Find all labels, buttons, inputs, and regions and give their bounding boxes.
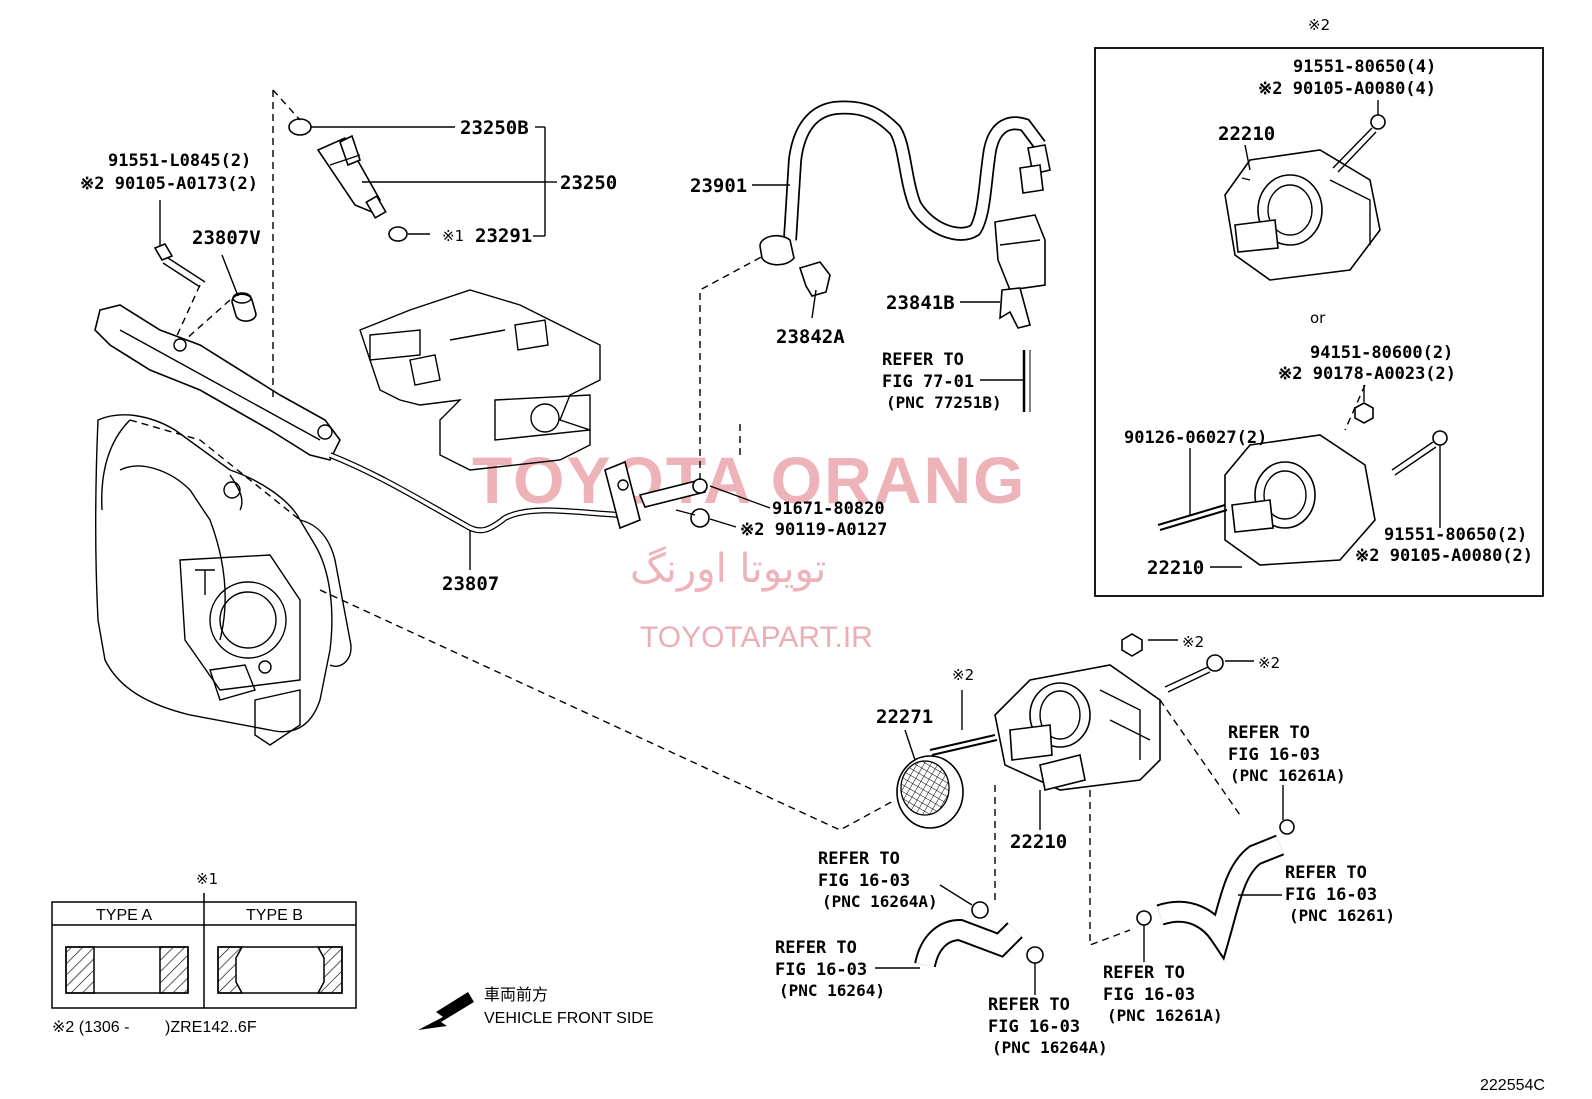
fuel-delivery-pipe [94, 304, 341, 461]
hose-23901 [759, 100, 1051, 266]
insulator-23291 [388, 226, 408, 242]
label-23807: 23807 [442, 573, 499, 595]
inset-bolt-91551-2: 91551-80650(2) [1384, 525, 1527, 545]
refer-16261-l1: REFER TO [1285, 863, 1367, 883]
label-91551-L0845: 91551-L0845(2) [108, 151, 251, 171]
inset-22210-bottom: 22210 [1147, 557, 1204, 579]
cylinder-head-sketch [359, 289, 601, 471]
type-table [51, 893, 357, 1009]
type-b-label: TYPE B [246, 907, 303, 924]
fuel-injector [288, 118, 387, 219]
refer-16264-l1: REFER TO [775, 938, 857, 958]
throttle-body-inset-top [1224, 149, 1381, 281]
collar-23807V [231, 292, 257, 322]
inset-stud-90126: 90126-06027(2) [1124, 428, 1267, 448]
nut-inset [1354, 402, 1374, 424]
label-22271: 22271 [876, 706, 933, 728]
inset-bolt-91551-4: 91551-80650(4) [1293, 57, 1436, 77]
label-90105-A0173: ※2 90105-A0173(2) [80, 174, 258, 194]
bolt-inset-bottom [1391, 430, 1448, 476]
refer-16264A-bot-l2: FIG 16-03 [988, 1017, 1080, 1037]
clamp-16261A-upper [1279, 819, 1295, 835]
direction-en: VEHICLE FRONT SIDE [484, 1010, 654, 1027]
label-bolt-mark: ※2 [1258, 654, 1280, 672]
refer-77-01-l1: REFER TO [882, 350, 964, 370]
bolt-90119 [675, 508, 710, 528]
label-23807V: 23807V [192, 227, 261, 249]
stud-main [929, 734, 998, 756]
refer-16264A-bot-l3: (PNC 16264A) [992, 1038, 1108, 1057]
label-23841B: 23841B [886, 292, 955, 314]
clamp-16264A-upper [971, 901, 989, 919]
alternate-throttle-inset [1094, 47, 1544, 597]
tube-bracket [604, 460, 708, 530]
bolt-inset-top [1332, 114, 1386, 173]
type-a-label: TYPE A [96, 907, 152, 924]
vsv-23841B [994, 214, 1046, 329]
refer-77-01-l3: (PNC 77251B) [886, 393, 1002, 412]
bolt-91551-L0845 [153, 243, 206, 288]
clip-23842A [798, 261, 831, 297]
inset-or: or [1310, 309, 1326, 327]
label-23842A: 23842A [776, 326, 845, 348]
gasket-22271 [896, 755, 964, 829]
refer-16261-l3: (PNC 16261) [1289, 906, 1395, 925]
refer-16261A-top-l2: FIG 16-03 [1228, 745, 1320, 765]
hose-16261 [1156, 834, 1285, 961]
throttle-body-main [994, 664, 1161, 791]
label-90119-A0127: ※2 90119-A0127 [740, 520, 887, 540]
refer-16261-l2: FIG 16-03 [1285, 885, 1377, 905]
label-23250: 23250 [560, 172, 617, 194]
refer-16261A-top-l1: REFER TO [1228, 723, 1310, 743]
label-22210-main: 22210 [1010, 831, 1067, 853]
inset-bolt-90105-2: ※2 90105-A0080(2) [1355, 546, 1533, 566]
refer-16264-l2: FIG 16-03 [775, 960, 867, 980]
bolt-main [1164, 654, 1224, 693]
label-stud-mark: ※2 [952, 666, 974, 684]
inset-nut-94151: 94151-80600(2) [1310, 343, 1453, 363]
refer-16264A-left-l2: FIG 16-03 [818, 871, 910, 891]
refer-77-01-l2: FIG 77-01 [882, 372, 974, 392]
inset-22210-top: 22210 [1218, 123, 1275, 145]
label-23901: 23901 [690, 175, 747, 197]
model-footnote: ※2 (1306 - )ZRE142..6F [52, 1019, 257, 1036]
refer-16261A-bot-l3: (PNC 16261A) [1107, 1006, 1223, 1025]
inset-mark: ※2 [1308, 16, 1330, 34]
label-23250B: 23250B [460, 117, 529, 139]
throttle-body-inset-bottom [1224, 434, 1376, 566]
clamp-16264A-lower [1026, 946, 1044, 964]
front-arrow-icon [418, 992, 474, 1030]
refer-16261A-bot-l2: FIG 16-03 [1103, 985, 1195, 1005]
refer-16264A-bot-l1: REFER TO [988, 995, 1070, 1015]
hose-16264 [914, 918, 1023, 968]
intake-manifold [95, 414, 352, 746]
label-nut-mark: ※2 [1182, 633, 1204, 651]
inset-nut-90178: ※2 90178-A0023(2) [1278, 364, 1456, 384]
direction-jp: 車両前方 [484, 986, 548, 1004]
inset-bolt-90105-4: ※2 90105-A0080(4) [1258, 79, 1436, 99]
label-91671-80820: 91671-80820 [772, 499, 885, 519]
refer-16264-l3: (PNC 16264) [779, 981, 885, 1000]
watermark-title: TOYOTA ORANG [472, 443, 1026, 517]
watermark-farsi: تویوتا اورنگ [630, 546, 826, 592]
watermark-url: TOYOTAPART.IR [640, 621, 873, 654]
refer-16264A-left-l1: REFER TO [818, 849, 900, 869]
leader-lines [159, 100, 1441, 995]
clamp-16261A-lower [1136, 910, 1152, 926]
refer-16264A-left-l3: (PNC 16264A) [822, 892, 938, 911]
refer-16261A-top-l3: (PNC 16261A) [1230, 766, 1346, 785]
figure-code: 222554C [1480, 1077, 1545, 1094]
label-23291: 23291 [475, 225, 532, 247]
label-23291-mark: ※1 [442, 227, 464, 245]
refer-16261A-bot-l1: REFER TO [1103, 963, 1185, 983]
type-table-mark: ※1 [196, 870, 218, 888]
nut-main [1121, 633, 1143, 657]
stud-inset [1157, 504, 1228, 531]
